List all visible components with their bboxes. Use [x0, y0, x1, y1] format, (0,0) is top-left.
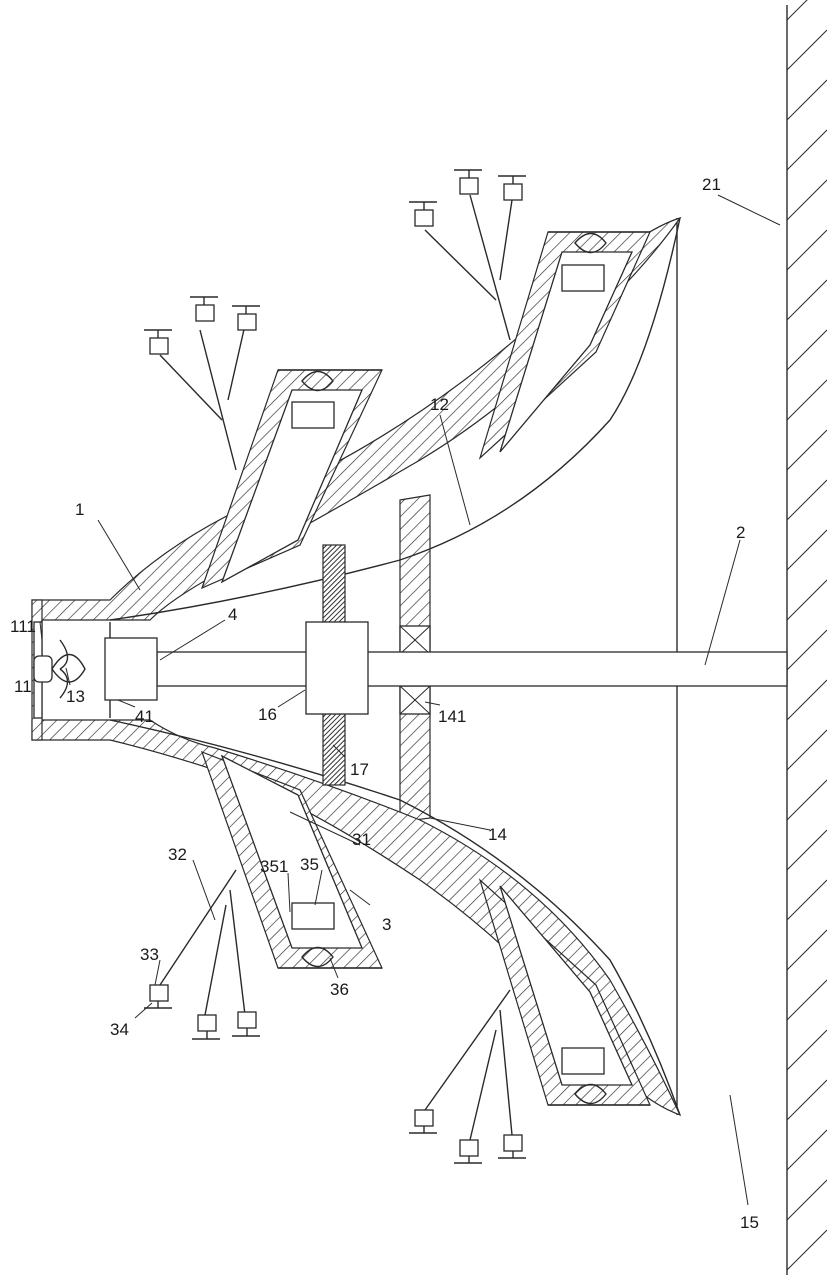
- nozzle: [150, 338, 168, 354]
- label-1: 1: [75, 500, 84, 519]
- label-34: 34: [110, 1020, 129, 1039]
- nozzle: [460, 178, 478, 194]
- nozzle: [238, 314, 256, 330]
- nozzle: [415, 210, 433, 226]
- ground-wall: [787, 0, 827, 1275]
- cables: [160, 870, 245, 1015]
- label-41: 41: [135, 707, 154, 726]
- cables: [160, 325, 245, 470]
- label-2: 2: [736, 523, 745, 542]
- label-14: 14: [488, 825, 507, 844]
- nozzle: [504, 184, 522, 200]
- branch-arm-upper-right: [480, 232, 650, 458]
- ground-hatching: [787, 0, 827, 1270]
- nozzle: [198, 1015, 216, 1031]
- label-17: 17: [350, 760, 369, 779]
- central-shaft: [157, 652, 787, 686]
- label-11: 11: [14, 677, 32, 696]
- cable-branch-lower-left: [144, 870, 260, 1039]
- label-15: 15: [740, 1213, 759, 1232]
- label-351: 351: [260, 857, 288, 876]
- label-4: 4: [228, 605, 237, 624]
- label-12: 12: [430, 395, 449, 414]
- nozzle: [196, 305, 214, 321]
- label-36: 36: [330, 980, 349, 999]
- cable-branch-upper-left: [144, 297, 260, 470]
- control-box: [105, 622, 157, 718]
- label-3: 3: [382, 915, 391, 934]
- label-35: 35: [300, 855, 319, 874]
- label-111: 111: [10, 617, 36, 636]
- label-33: 33: [140, 945, 159, 964]
- arm-module: [562, 265, 604, 291]
- nozzle: [460, 1140, 478, 1156]
- label-31: 31: [352, 830, 371, 849]
- shaft-body: [157, 652, 787, 686]
- nozzle: [150, 985, 168, 1001]
- label-32: 32: [168, 845, 187, 864]
- label-141: 141: [438, 707, 466, 726]
- label-21: 21: [702, 175, 721, 194]
- top-fan-hub: [34, 656, 52, 682]
- arm-module: [292, 402, 334, 428]
- arm-module: [562, 1048, 604, 1074]
- arm-module: [292, 903, 334, 929]
- label-16: 16: [258, 705, 277, 724]
- nozzle: [504, 1135, 522, 1151]
- cables: [425, 990, 512, 1140]
- nozzle: [238, 1012, 256, 1028]
- label-13: 13: [66, 687, 85, 706]
- drive-box-body: [306, 622, 368, 714]
- cable-branch-upper-right: [409, 170, 526, 340]
- cables: [425, 195, 512, 340]
- drive-box: [306, 622, 368, 714]
- nozzle: [415, 1110, 433, 1126]
- cable-branch-lower-right: [409, 990, 526, 1163]
- control-box-body: [105, 638, 157, 700]
